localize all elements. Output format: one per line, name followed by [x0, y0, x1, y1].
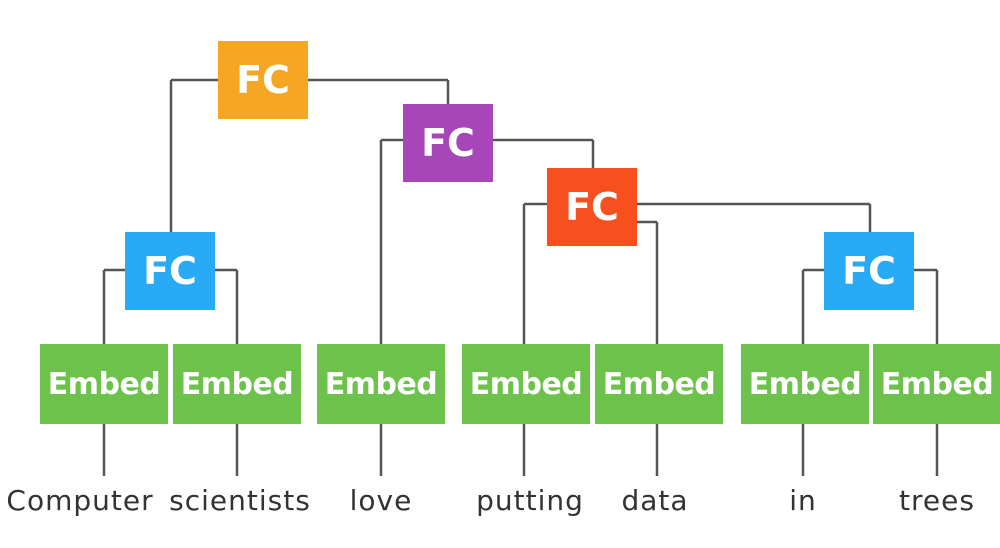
fc-level2-node: FC [403, 104, 493, 182]
word-love: love [349, 484, 413, 517]
embed-node-data: Embed [595, 344, 723, 424]
fc-root-node: FC [218, 41, 308, 119]
embed-node-putting: Embed [462, 344, 590, 424]
embed-node-love: Embed [317, 344, 445, 424]
word-trees: trees [899, 484, 975, 517]
embed-node-trees: Embed [873, 344, 1000, 424]
fc-level3-node: FC [547, 168, 637, 246]
word-putting: putting [476, 484, 584, 517]
fc-right-node: FC [824, 232, 914, 310]
fc-left-node: FC [125, 232, 215, 310]
embed-node-computer: Embed [40, 344, 168, 424]
word-scientists: scientists [169, 484, 311, 517]
word-computer: Computer [6, 484, 154, 517]
embed-node-in: Embed [741, 344, 869, 424]
word-data: data [621, 484, 689, 517]
embed-node-scientists: Embed [173, 344, 301, 424]
word-in: in [789, 484, 817, 517]
